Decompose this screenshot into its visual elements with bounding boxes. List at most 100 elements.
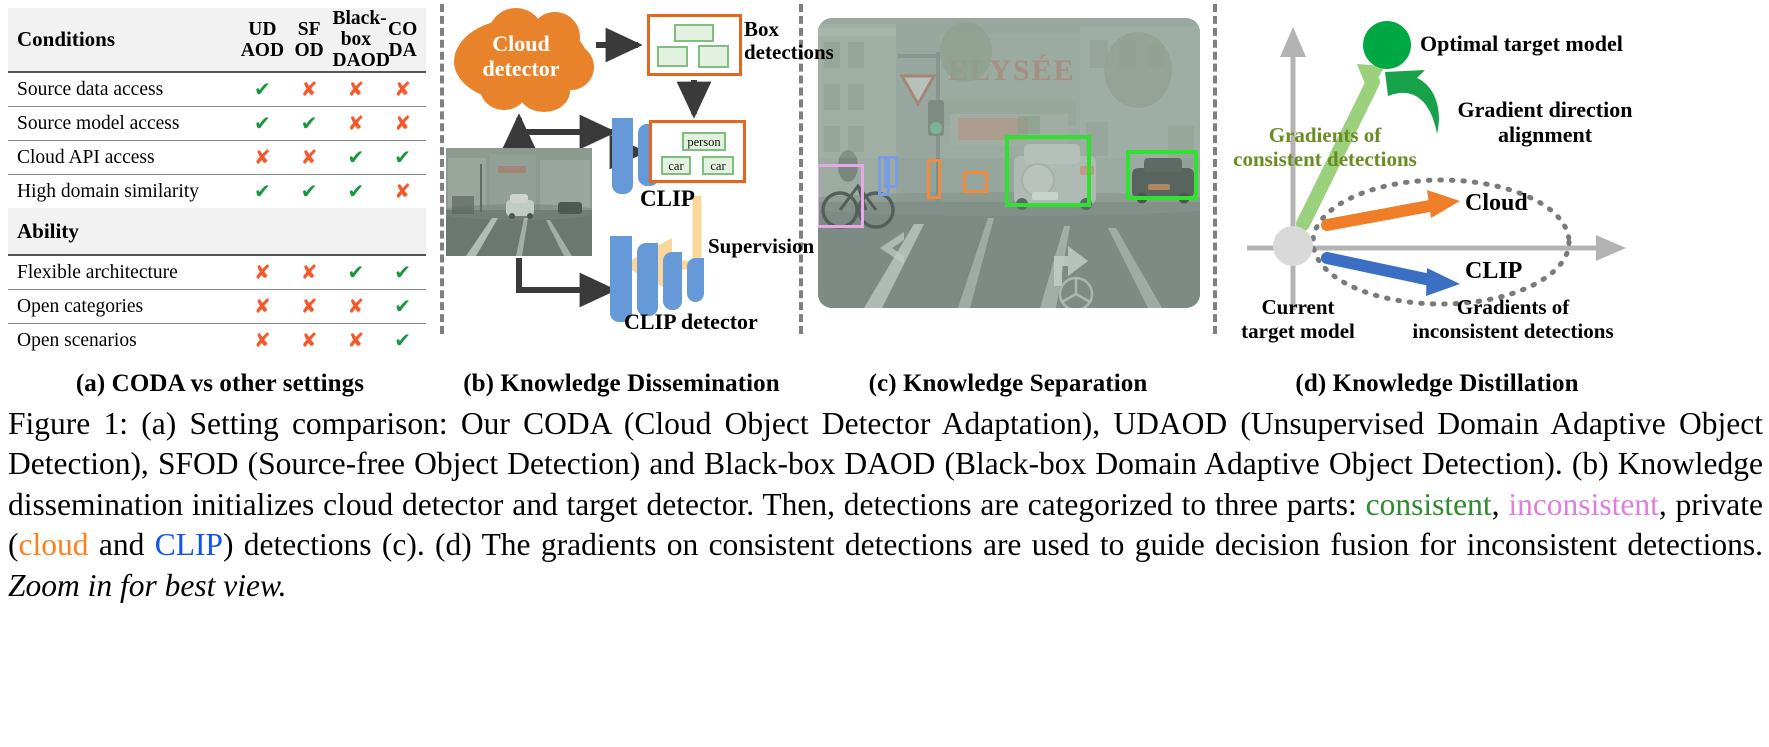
cross-icon: ✘ — [300, 294, 318, 319]
table-cell: ✔ — [239, 71, 286, 107]
optimal-target-model-dot — [1363, 21, 1411, 69]
table-cell: ✘ — [239, 323, 286, 358]
check-icon: ✔ — [253, 179, 271, 204]
header-coda-line2: DA — [388, 39, 417, 61]
clip-chip-person: person — [682, 132, 726, 151]
inconsistent-region-ellipse — [1310, 177, 1572, 307]
caption-word-cloud: cloud — [18, 527, 89, 563]
panel-divider-2 — [799, 4, 803, 334]
table-cell: ✘ — [332, 323, 380, 358]
clip-detector-label: CLIP detector — [624, 309, 758, 334]
table-row: High domain similarity✔✔✔✘ — [8, 174, 426, 209]
caption-italic-tail: Zoom in for best view. — [8, 567, 287, 603]
ability-section-header: Ability — [8, 208, 426, 256]
figure-caption: Figure 1: (a) Setting comparison: Our CO… — [8, 404, 1763, 606]
table-cell: ✘ — [285, 254, 333, 290]
header-conditions: Conditions — [8, 8, 239, 73]
cloud-detector-label-line1: Cloud — [492, 31, 550, 56]
current-target-model-label: Current target model — [1223, 295, 1373, 343]
box-detections-frame — [647, 14, 742, 76]
cross-icon: ✘ — [347, 294, 365, 319]
panel-divider-3 — [1213, 4, 1217, 334]
table-cell: ✔ — [332, 140, 380, 175]
table-cell: ✘ — [239, 289, 286, 324]
table-cell: ✘ — [239, 254, 286, 290]
detection-box-car-right — [1126, 150, 1198, 200]
cross-icon: ✘ — [300, 77, 318, 102]
detection-chip-2 — [657, 46, 688, 67]
cross-icon: ✘ — [300, 260, 318, 285]
current-target-model-dot — [1273, 226, 1313, 266]
table-cell: ✔ — [379, 140, 426, 175]
current-target-line1: Current — [1261, 295, 1335, 319]
panel-b-knowledge-dissemination: Cloud detector — [444, 0, 834, 400]
ability-label: Ability — [8, 208, 426, 256]
row-label: High domain similarity — [8, 174, 239, 209]
cross-icon: ✘ — [394, 179, 411, 204]
cross-icon: ✘ — [300, 145, 318, 170]
cross-icon: ✘ — [253, 328, 271, 353]
alignment-line1: Gradient direction — [1457, 97, 1633, 122]
panel-a-caption: (a) CODA vs other settings — [75, 370, 365, 397]
check-icon: ✔ — [347, 260, 365, 285]
caption-word-inconsistent: inconsistent — [1508, 486, 1659, 522]
table-row: Source data access✔ ✘ ✘ ✘ — [8, 71, 426, 107]
ability-rows: Flexible architecture✘✘✔✔Open categories… — [8, 254, 426, 358]
clip-output-frame: person car car — [649, 120, 746, 183]
detection-box-car-center — [1005, 135, 1091, 207]
supervision-label: Supervision — [708, 234, 815, 258]
caption-mid3: and — [88, 527, 155, 563]
caption-word-consistent: consistent — [1365, 486, 1492, 522]
header-blackbox-line2: DAOD — [332, 50, 390, 72]
check-icon: ✔ — [300, 111, 318, 136]
cloud-arrow-label: Cloud — [1465, 190, 1528, 216]
clip-label: CLIP — [640, 186, 695, 211]
table-cell: ✘ — [332, 71, 380, 107]
cross-icon: ✘ — [253, 294, 271, 319]
box-detections-label-line1: Box — [744, 17, 780, 41]
panel-a-settings-comparison: Conditions UD AOD SF OD Black-box DAOD C… — [0, 0, 440, 400]
table-row: Open scenarios✘✘✘✔ — [8, 323, 426, 358]
table-cell: ✔ — [239, 174, 286, 209]
detection-box-sign — [927, 159, 941, 199]
clip-detector-block-4 — [687, 258, 704, 302]
cross-icon: ✘ — [394, 77, 411, 102]
current-target-line2: target model — [1241, 318, 1355, 343]
cloud-detector-label-line2: detector — [482, 55, 560, 81]
row-label: Source data access — [8, 71, 239, 107]
table-cell: ✘ — [379, 71, 426, 107]
table-cell: ✘ — [239, 140, 286, 175]
panel-c-knowledge-separation: ELYSÉE — [803, 0, 1213, 400]
clip-chip-car-right: car — [702, 156, 734, 175]
table-cell: ✘ — [379, 174, 426, 209]
check-icon: ✔ — [253, 111, 271, 136]
header-sfod: SF OD — [285, 8, 333, 73]
table-cell: ✘ — [379, 106, 426, 141]
cross-icon: ✘ — [300, 328, 318, 353]
header-sfod-line1: SF — [297, 18, 321, 40]
check-icon: ✔ — [347, 145, 365, 170]
table-cell: ✘ — [285, 140, 333, 175]
header-blackbox-daod: Black-box DAOD — [332, 8, 390, 73]
caption-mid1: , — [1491, 486, 1509, 522]
table-cell: ✔ — [379, 323, 426, 358]
panel-d-caption: (d) Knowledge Distillation — [1295, 370, 1579, 397]
header-blackbox-line1: Black-box — [332, 8, 387, 51]
input-image-svg — [446, 148, 592, 256]
clip-arrow-label: CLIP — [1465, 258, 1523, 284]
alignment-line2: alignment — [1497, 121, 1593, 147]
conditions-rows: Source data access✔✘✘✘Source model acces… — [8, 71, 426, 209]
table-cell: ✔ — [332, 254, 380, 290]
gradients-consistent-label: Gradients of consistent detections — [1219, 123, 1431, 171]
header-udaod-line1: UD — [248, 18, 277, 40]
header-udaod: UD AOD — [239, 8, 286, 73]
header-coda-line1: CO — [388, 18, 418, 40]
table-cell: ✘ — [332, 289, 380, 324]
caption-mid4: ) detections (c). (d) The gradients on c… — [222, 527, 1763, 563]
gradients-inconsistent-line2: inconsistent detections — [1412, 318, 1614, 343]
detection-box-bicycle — [818, 164, 864, 228]
table-cell: ✔ — [332, 174, 380, 209]
cross-icon: ✘ — [394, 111, 411, 136]
panel-divider-1 — [440, 4, 444, 334]
header-coda: CO DA — [379, 8, 426, 73]
